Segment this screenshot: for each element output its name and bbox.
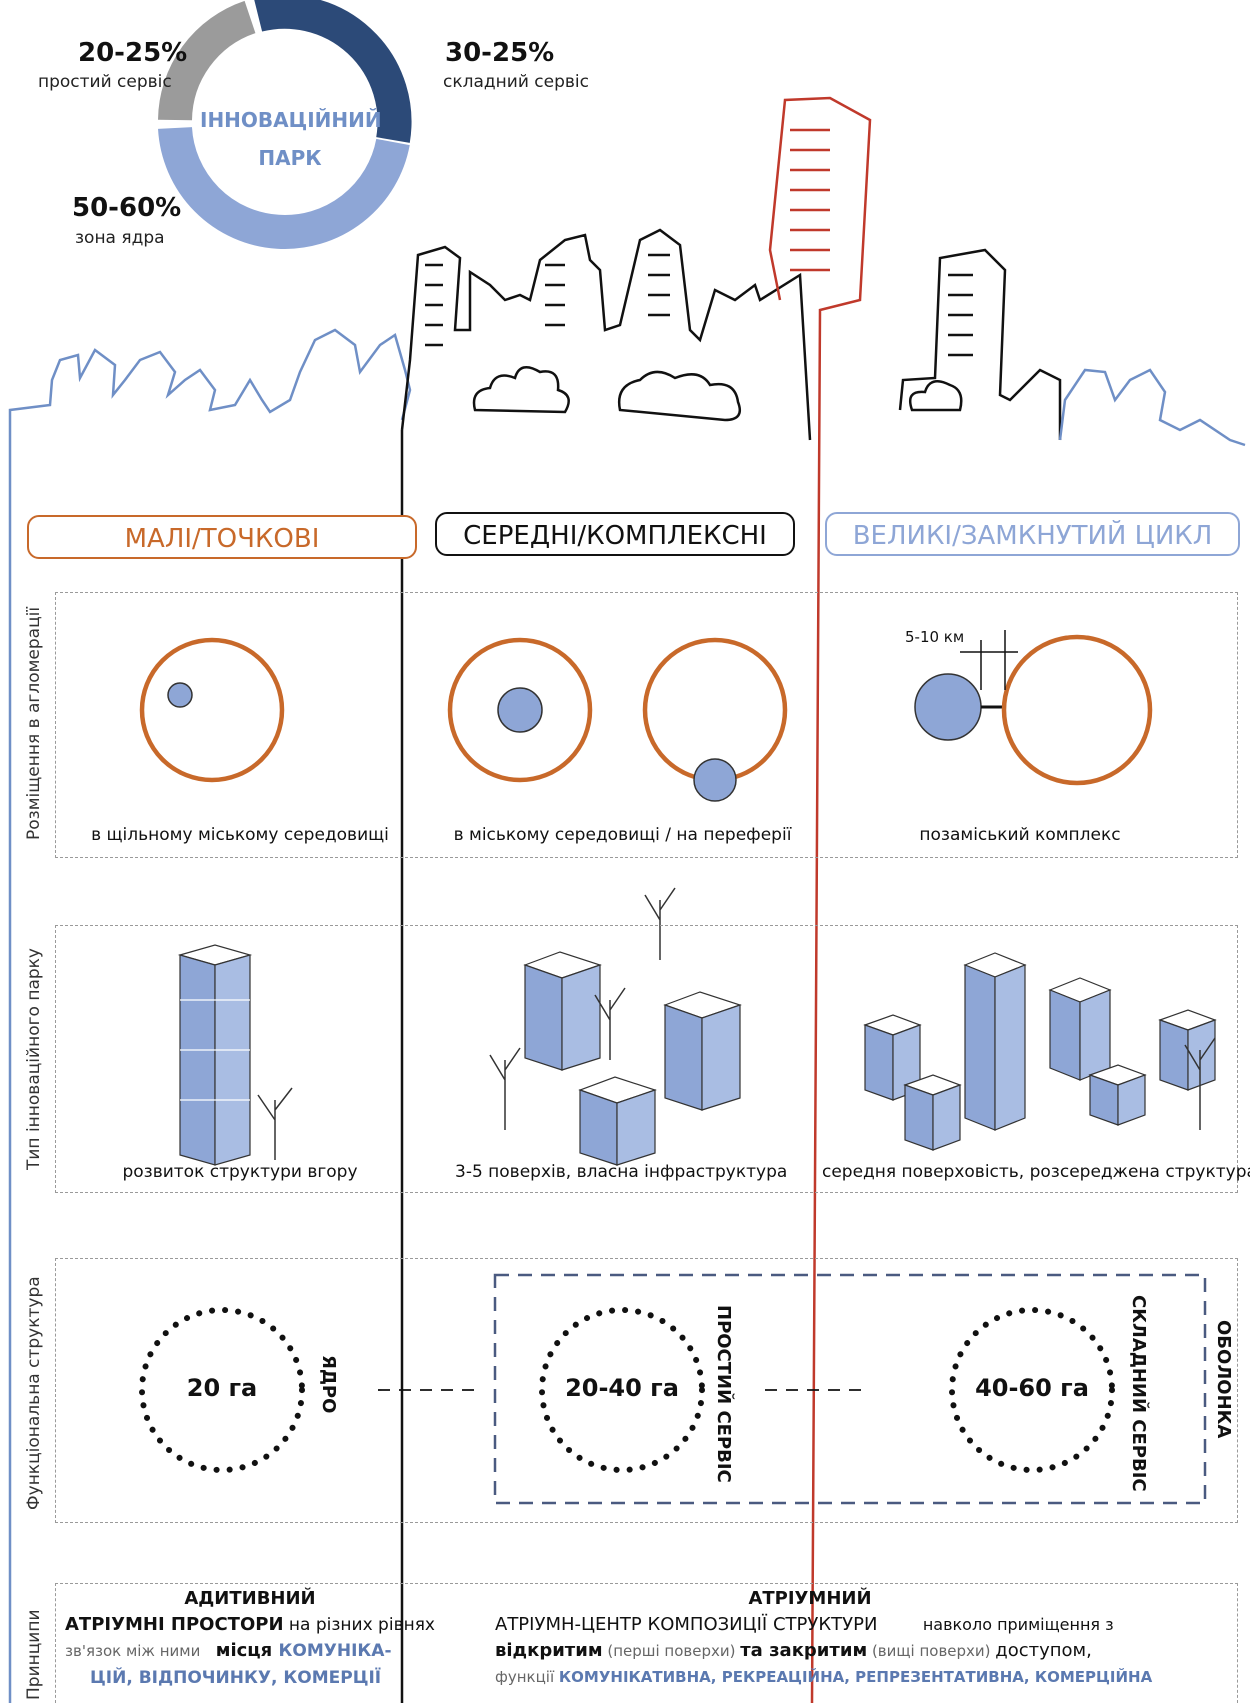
row-park-type-box [55, 925, 1238, 1193]
complex-area-label: 40-60 га [975, 1374, 1089, 1402]
additive-atrium-spaces: АТРІУМНІ ПРОСТОРИ [65, 1614, 284, 1635]
park-type-large-caption: середня поверховість, розсереджена струк… [822, 1162, 1250, 1182]
service-dashed-box [493, 1273, 1207, 1505]
row-placement-box [55, 592, 1238, 858]
atrium-first-floors: (перші поверхи) [602, 1642, 741, 1660]
donut-center-title: ІННОВАЦІЙНИЙ [200, 108, 382, 132]
atrium-closed: та закритим [740, 1640, 868, 1661]
building-icons [177, 944, 1217, 1166]
row-principles-box [55, 1583, 1238, 1703]
atrium-function-list: КОМУНІКАТИВНА, РЕКРЕАЦІЙНА, РЕПРЕЗЕНТАТИ… [558, 1668, 1153, 1686]
additive-communica: КОМУНІКА- [278, 1641, 392, 1661]
tower-windows-right [908, 273, 973, 412]
placement-small-caption: в щільному міському середовищі [91, 825, 389, 845]
towers-right-outline [898, 248, 1062, 440]
principle-atrium-line3: функції КОМУНІКАТИВНА, РЕКРЕАЦІЙНА, РЕПР… [495, 1668, 1152, 1686]
placement-medium [447, 637, 788, 802]
atrium-upper-floors: (вищі поверхи) [867, 1642, 996, 1660]
placement-large [914, 630, 1153, 786]
row-function-box [55, 1258, 1238, 1523]
donut-core-pct: 50-60% [72, 193, 182, 223]
complex-dotted-circle [949, 1307, 1115, 1473]
atrium-functions: функції [495, 1668, 559, 1686]
park-type-medium-caption: 3-5 поверхів, власна інфраструктура [455, 1162, 788, 1182]
donut-center-subtitle: ПАРК [258, 146, 322, 170]
principle-additive-line2: зв'язок між ними місця КОМУНІКА- [65, 1640, 392, 1661]
core-area-label: 20 га [186, 1374, 258, 1402]
tier-medium-label: СЕРЕДНІ/КОМПЛЕКСНІ [435, 512, 795, 556]
principle-additive-heading: АДИТИВНИЙ [184, 1588, 316, 1609]
placement-small [139, 637, 285, 783]
park-type-small-caption: розвиток структури вгору [122, 1162, 358, 1182]
houses-right-outline [1058, 368, 1246, 447]
shell-label: ОБОЛОНКА [1213, 1320, 1234, 1439]
atrium-center: АТРІУМН-ЦЕНТР КОМПОЗИЦІЇ СТРУКТУРИ [495, 1614, 878, 1635]
principle-additive-line3: ЦІЙ, ВІДПОЧИНКУ, КОМЕРЦІЇ [90, 1668, 382, 1688]
placement-large-caption: позаміський комплекс [919, 825, 1121, 845]
donut-simple-pct: 20-25% [78, 38, 188, 68]
tier-small-label: МАЛІ/ТОЧКОВІ [27, 515, 417, 559]
additive-levels: на різних рівнях [283, 1615, 435, 1635]
donut-chart [158, 0, 412, 249]
towers-middle-outline [400, 228, 812, 441]
core-label: ЯДРО [318, 1355, 339, 1414]
atrium-around: навколо приміщення з [922, 1615, 1114, 1634]
red-tower-outline [768, 96, 872, 1703]
row-principles-label: Принципи [24, 1609, 44, 1700]
tier-large-label: ВЕЛИКІ/ЗАМКНУТИЙ ЦИКЛ [825, 512, 1240, 556]
placement-medium-caption: в міському середовищі / на переферії [453, 825, 792, 845]
donut-segment-complex [254, 0, 412, 143]
additive-places: місця [215, 1640, 279, 1661]
simple-service-label: ПРОСТИЙ СЕРВІС [713, 1305, 734, 1483]
principle-atrium-heading: АТРІУМНИЙ [748, 1588, 872, 1609]
complex-service-label: СКЛАДНИЙ СЕРВІС [1128, 1295, 1149, 1492]
principle-atrium-line2: відкритим (перші поверхи) та закритим (в… [495, 1640, 1092, 1661]
donut-core-caption: зона ядра [75, 228, 165, 248]
donut-complex-caption: складний сервіс [443, 72, 589, 92]
principle-additive-line1: АТРІУМНІ ПРОСТОРИ на різних рівнях [65, 1614, 435, 1635]
placement-distance-label: 5-10 км [905, 628, 965, 646]
simple-dotted-circle [539, 1307, 705, 1473]
tree-icons [257, 887, 1216, 1160]
tree-bush-middle [472, 365, 742, 422]
atrium-open: відкритим [495, 1640, 603, 1661]
core-dotted-circle [139, 1307, 305, 1473]
red-tower-windows [790, 128, 830, 272]
row-park-type-label: Тип інноваційного парку [24, 948, 44, 1170]
donut-segment-simple [158, 0, 256, 121]
simple-area-label: 20-40 га [565, 1374, 679, 1402]
donut-complex-pct: 30-25% [445, 38, 555, 68]
row-function-label: Функціональна структура [24, 1276, 44, 1510]
tower-windows-middle [425, 253, 670, 347]
row-placement-label: Розміщення в агломерації [24, 606, 44, 840]
donut-simple-caption: простий сервіс [38, 72, 172, 92]
principle-atrium-line1: АТРІУМН-ЦЕНТР КОМПОЗИЦІЇ СТРУКТУРИ навко… [495, 1614, 1114, 1635]
atrium-access: доступом, [995, 1640, 1092, 1661]
function-diagram [139, 1273, 1207, 1505]
donut-segment-core [158, 126, 410, 249]
additive-link: зв'язок між ними [65, 1642, 201, 1660]
houses-left-outline [8, 328, 412, 440]
